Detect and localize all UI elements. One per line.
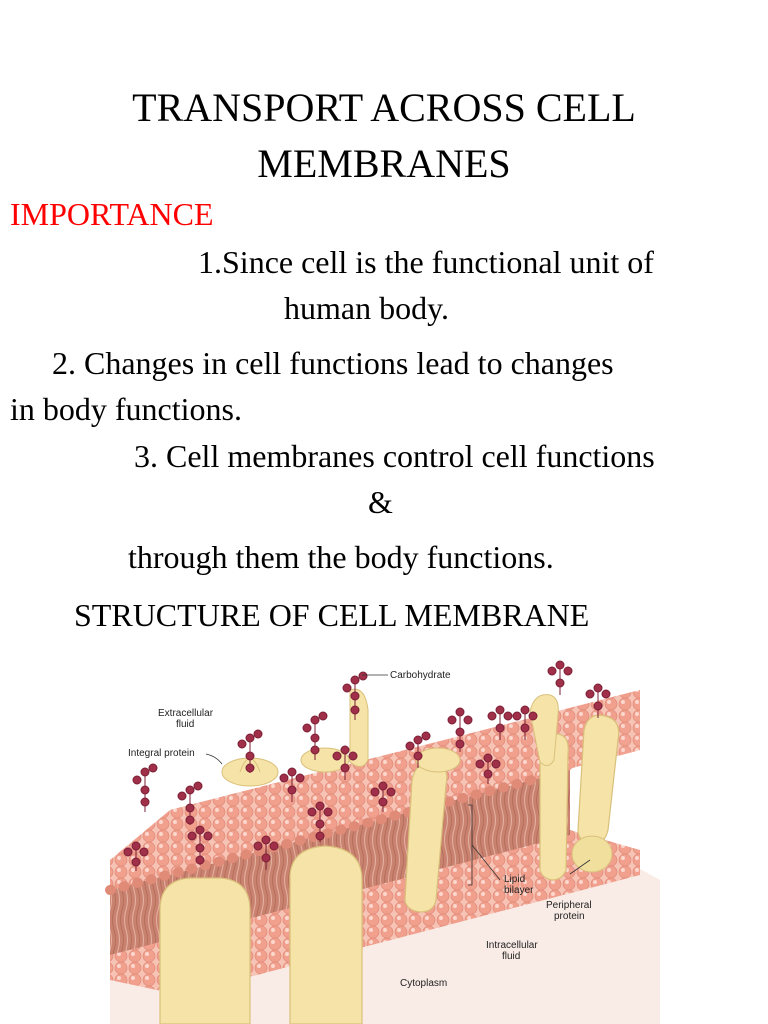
integral-protein-1 xyxy=(159,877,251,1024)
cell-membrane-diagram: Carbohydrate Extracellular fluid Integra… xyxy=(105,660,660,1024)
point-2-line-2: in body functions. xyxy=(10,391,242,427)
carbohydrate-chain-15 xyxy=(177,781,203,825)
carbohydrate-chain-1 xyxy=(342,671,368,720)
point-2-line-1: 2. Changes in cell functions lead to cha… xyxy=(52,345,614,381)
label-integral-protein: Integral protein xyxy=(128,748,195,759)
carbohydrate-chain-18 xyxy=(307,801,333,842)
peripheral-protein xyxy=(571,835,613,873)
point-1-line-1: 1.Since cell is the functional unit of xyxy=(198,244,654,280)
page-title-line-2: MEMBRANES xyxy=(257,141,511,186)
label-lipid-1: Lipid xyxy=(504,874,525,885)
carbohydrate-chain-4 xyxy=(447,707,473,752)
surface-protein-4 xyxy=(529,694,559,766)
label-extracellular-1: Extracellular xyxy=(158,708,214,719)
carbohydrate-chain-8 xyxy=(237,729,263,773)
carbohydrate-chains xyxy=(123,660,611,871)
integral-protein-5 xyxy=(577,714,620,845)
carbohydrate-chain-2 xyxy=(547,660,573,695)
point-3-line-1: 3. Cell membranes control cell functions xyxy=(134,438,655,474)
point-1-line-2: human body. xyxy=(284,290,450,326)
carbohydrate-chain-6 xyxy=(512,705,538,740)
label-extracellular-2: fluid xyxy=(176,719,194,730)
carbohydrate-chain-16 xyxy=(187,825,213,865)
carbohydrate-chain-11 xyxy=(405,731,431,768)
label-peripheral-1: Peripheral xyxy=(546,900,592,911)
carbohydrate-chain-13 xyxy=(370,781,396,812)
carbohydrate-chain-5 xyxy=(487,705,513,740)
carbohydrate-chain-3 xyxy=(585,683,611,718)
carbohydrate-chain-9 xyxy=(332,745,358,780)
label-peripheral-2: protein xyxy=(554,911,585,922)
label-carbohydrate: Carbohydrate xyxy=(390,670,451,681)
surface-protein-3 xyxy=(415,747,461,773)
carbohydrate-chain-14 xyxy=(132,763,158,812)
integral-protein-2 xyxy=(289,845,363,1024)
point-3-ampersand: & xyxy=(368,484,393,520)
carbohydrate-chain-12 xyxy=(475,753,501,784)
carbohydrate-chain-7 xyxy=(302,711,328,760)
structure-heading: STRUCTURE OF CELL MEMBRANE xyxy=(74,597,590,633)
carbohydrate-chain-19 xyxy=(123,841,149,871)
carbohydrate-chain-17 xyxy=(253,835,279,870)
label-intracellular-2: fluid xyxy=(502,951,520,962)
point-3-line-2: through them the body functions. xyxy=(128,539,554,575)
front-edge xyxy=(105,765,575,895)
page-title-line-1: TRANSPORT ACROSS CELL xyxy=(132,85,636,130)
label-cytoplasm: Cytoplasm xyxy=(400,978,447,989)
importance-heading: IMPORTANCE xyxy=(10,196,214,232)
label-intracellular-1: Intracellular xyxy=(486,940,538,951)
label-lipid-2: bilayer xyxy=(504,885,534,896)
carbohydrate-chain-10 xyxy=(279,767,305,802)
